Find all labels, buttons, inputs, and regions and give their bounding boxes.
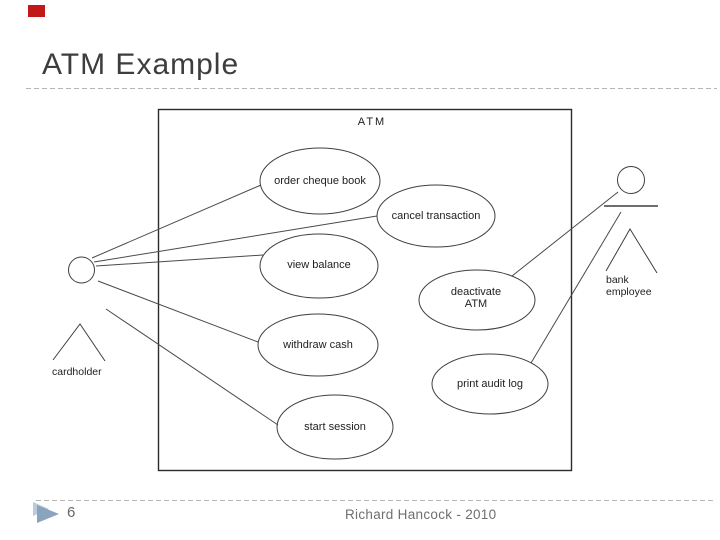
page-arrow-icon [33,502,59,523]
use-case-label-withdraw-cash: withdraw cash [283,339,353,351]
cardholder-legs [52,323,106,362]
line-cardholder-view-balance [95,254,264,267]
use-case-label-cancel-transaction: cancel transaction [391,210,481,222]
line-cardholder-withdraw-cash [97,280,259,343]
footer-divider [36,500,713,501]
line-bank-employee-print-audit-log [530,211,622,364]
use-case-label-view-balance: view balance [287,259,351,271]
line-cardholder-start-session [105,308,279,426]
use-case-ellipse-order-cheque-book [259,147,381,215]
bank-employee-legs [605,228,658,274]
use-case-ellipse-cancel-transaction [376,184,496,248]
use-case-label-order-cheque-book: order cheque book [274,175,366,187]
cardholder-head [68,256,95,284]
use-case-label-start-session: start session [304,421,366,433]
slide-title: ATM Example [42,48,240,81]
association-lines-cardholder [91,184,378,426]
bank-employee-head [617,166,645,194]
actor-label-bank-employee: bank employee [606,274,652,298]
use-case-ellipse-start-session [276,394,394,460]
line-cardholder-order-cheque-book [91,184,262,259]
actor-figure-cardholder [52,256,106,362]
use-case-label-print-audit-log: print audit log [456,378,524,390]
use-case-ellipse-deactivate-atm [418,269,536,331]
system-boundary-label: ATM [357,116,387,128]
use-case-label-deactivate-atm: deactivate ATM [450,286,502,310]
title-divider [26,88,717,89]
footer-author-text: Richard Hancock - 2010 [345,507,497,522]
actor-figure-bank-employee [604,166,658,274]
use-case-ellipse-withdraw-cash [257,313,379,377]
line-bank-employee-deactivate-atm [511,191,619,277]
association-lines-bank-employee [511,191,622,364]
actor-label-cardholder: cardholder [52,366,102,378]
use-case-ellipse-print-audit-log [431,353,549,415]
system-boundary-box [157,108,573,472]
red-square-marker [28,5,45,17]
use-case-ellipse-view-balance [259,233,379,299]
line-cardholder-cancel-transaction [93,215,378,263]
page-arrow-dark [37,505,59,523]
page-number: 6 [67,504,76,521]
